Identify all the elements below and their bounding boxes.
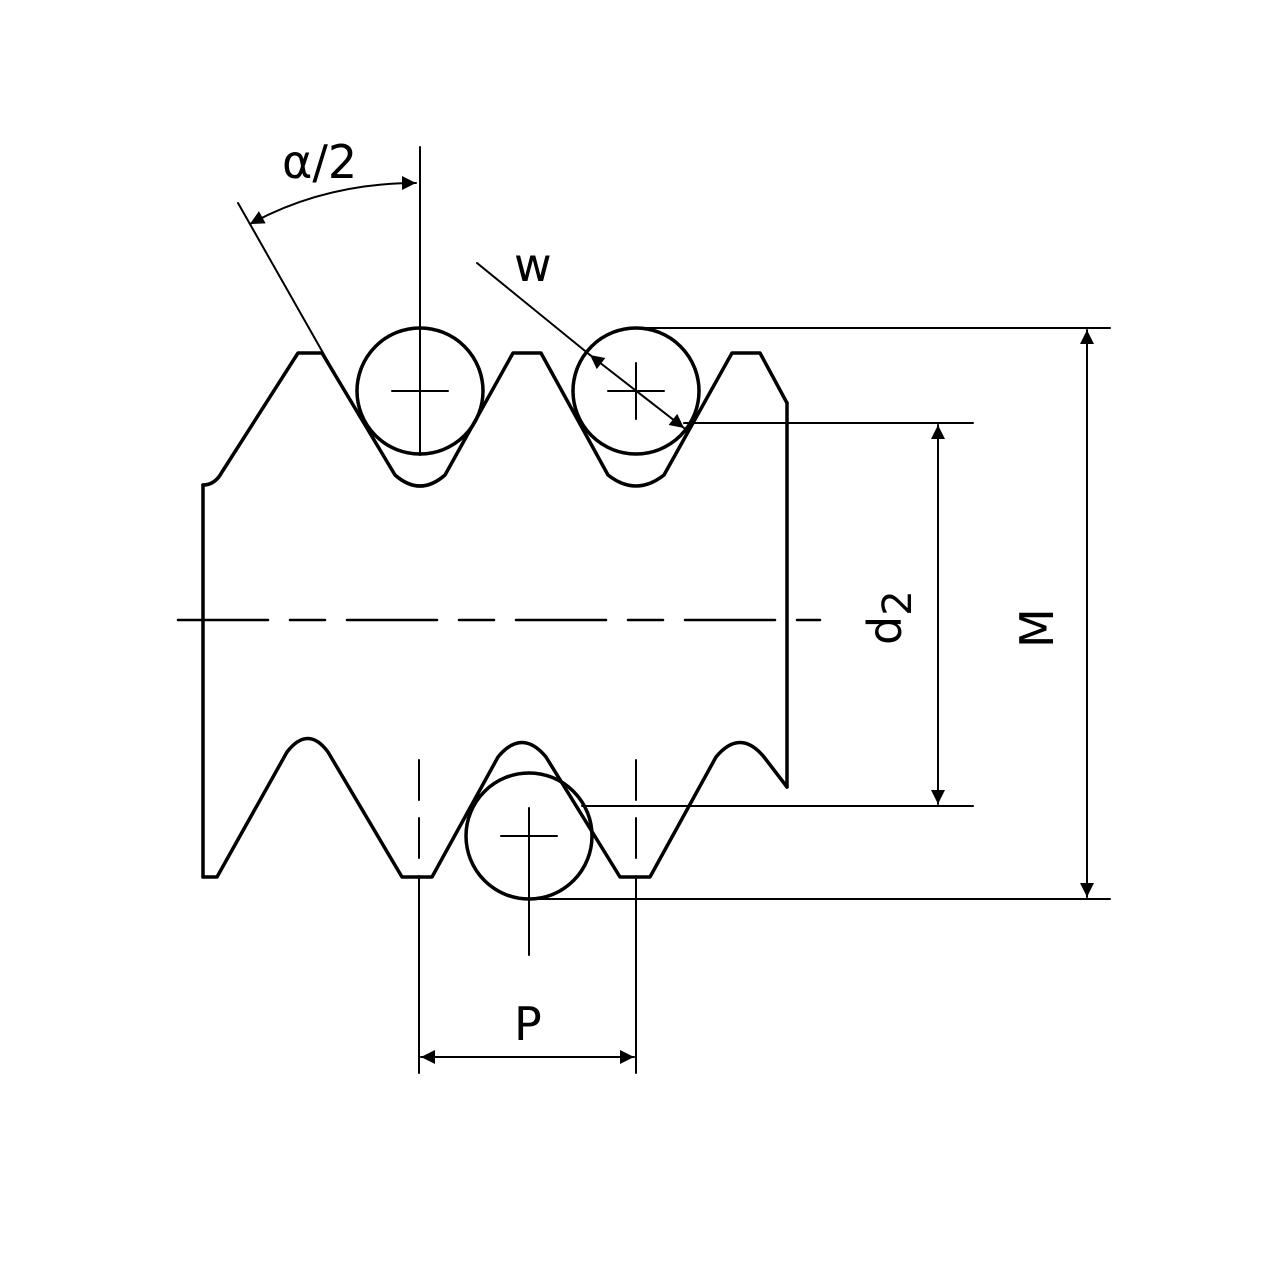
measurement-over-wires-label: M xyxy=(1010,608,1064,648)
thread-profile xyxy=(201,351,789,879)
wire-diameter-leader xyxy=(476,262,591,356)
wire-diameter-dimension xyxy=(589,354,685,429)
extension-lines xyxy=(528,327,1111,900)
lower-thread-flank xyxy=(201,736,789,879)
wire-diameter-label: w xyxy=(514,238,552,292)
half-angle-label: α/2 xyxy=(282,135,357,189)
pitch-label: P xyxy=(514,997,542,1051)
pitch-diameter-label: d2 xyxy=(858,590,921,645)
half-angle-arc xyxy=(249,176,417,225)
upper-thread-flank xyxy=(201,351,789,488)
flank-extension-line xyxy=(237,202,361,419)
pitch-extension-lines xyxy=(418,759,637,1074)
